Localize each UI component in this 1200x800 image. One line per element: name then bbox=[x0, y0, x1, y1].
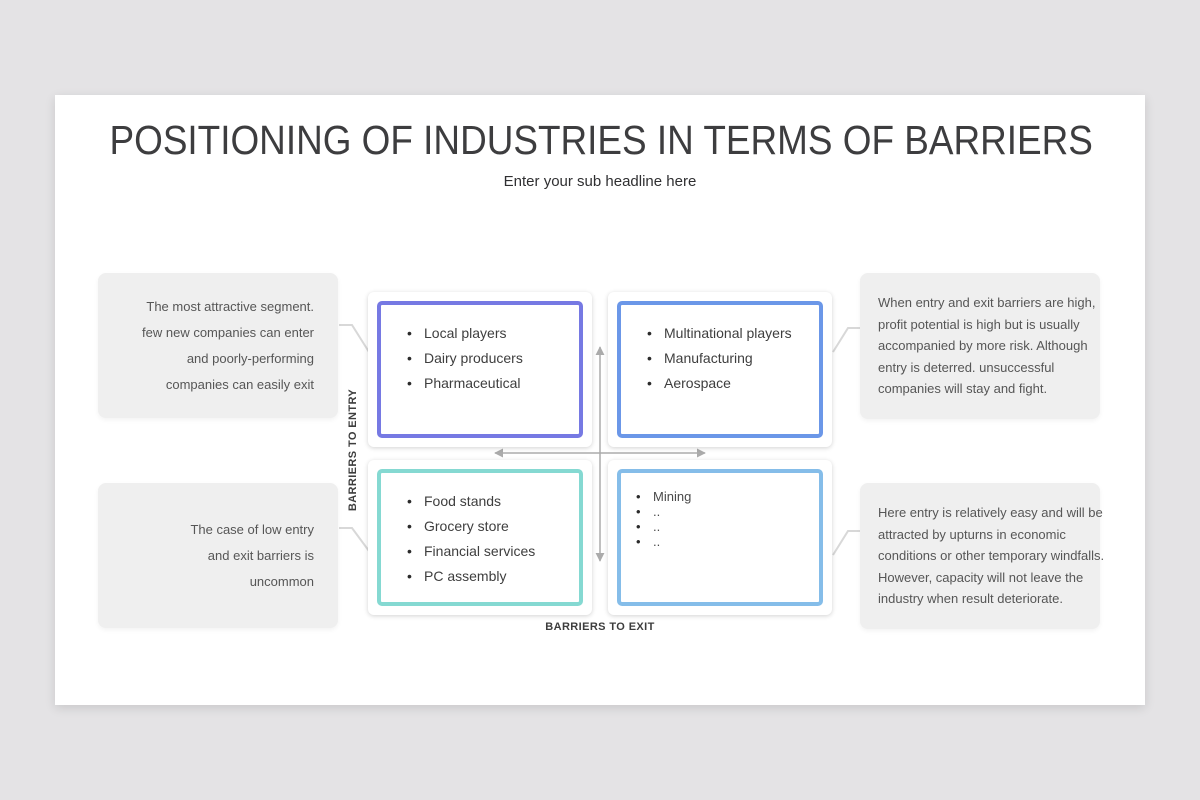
quadrant-item-list: Mining...... bbox=[621, 473, 819, 549]
callout-top-left: The most attractive segment. few new comp… bbox=[98, 273, 338, 418]
callout-line: industry when result deteriorate. bbox=[878, 591, 1063, 607]
y-axis-label: BARRIERS TO ENTRY bbox=[347, 388, 359, 512]
callout-line: uncommon bbox=[249, 573, 314, 589]
quadrant-item-list: Food standsGrocery storeFinancial servic… bbox=[381, 473, 579, 589]
callout-line: However, capacity will not leave the bbox=[878, 569, 1084, 585]
slide: POSITIONING OF INDUSTRIES IN TERMS OF BA… bbox=[55, 95, 1145, 705]
callout-line: few new companies can enter bbox=[142, 324, 314, 340]
callout-top-right: When entry and exit barriers are high, pr… bbox=[860, 273, 1100, 419]
quadrant-item: Pharmaceutical bbox=[381, 371, 579, 396]
page-subtitle: Enter your sub headline here bbox=[503, 173, 697, 190]
callout-line: accompanied by more risk. Although bbox=[878, 338, 1088, 354]
quadrant-high-entry-high-exit: Multinational playersManufacturingAerosp… bbox=[608, 292, 832, 447]
callout-line: Here entry is relatively easy and will b… bbox=[878, 505, 1103, 521]
quadrant-item-list: Local playersDairy producersPharmaceutic… bbox=[381, 305, 579, 396]
quadrant-item: Food stands bbox=[381, 489, 579, 514]
quadrant-border-box: Local playersDairy producersPharmaceutic… bbox=[377, 301, 583, 438]
x-axis-label: BARRIERS TO EXIT bbox=[545, 621, 655, 633]
callout-connector-bottom-right bbox=[832, 530, 861, 556]
callout-line: The most attractive segment. bbox=[146, 298, 314, 314]
quadrant-item: PC assembly bbox=[381, 564, 579, 589]
callout-connector-top-right bbox=[832, 327, 861, 353]
page-title: POSITIONING OF INDUSTRIES IN TERMS OF BA… bbox=[109, 117, 1093, 163]
callout-line: companies will stay and fight. bbox=[878, 381, 1048, 397]
quadrant-item: Local players bbox=[381, 321, 579, 346]
callout-line: and exit barriers is bbox=[207, 547, 314, 563]
quadrant-low-entry-low-exit: Food standsGrocery storeFinancial servic… bbox=[368, 460, 592, 615]
callout-bottom-right: Here entry is relatively easy and will b… bbox=[860, 483, 1104, 629]
quadrant-border-box: Food standsGrocery storeFinancial servic… bbox=[377, 469, 583, 606]
quadrant-high-entry-low-exit: Local playersDairy producersPharmaceutic… bbox=[368, 292, 592, 447]
quadrant-item: .. bbox=[621, 504, 819, 519]
quadrant-item: Manufacturing bbox=[621, 346, 819, 371]
quadrant-item: Financial services bbox=[381, 539, 579, 564]
quadrant-border-box: Mining...... bbox=[617, 469, 823, 606]
quadrant-item: Dairy producers bbox=[381, 346, 579, 371]
callout-line: The case of low entry bbox=[190, 521, 314, 537]
quadrant-item: Aerospace bbox=[621, 371, 819, 396]
callout-line: attracted by upturns in economic bbox=[878, 526, 1066, 542]
quadrant-item: .. bbox=[621, 534, 819, 549]
quadrant-item: Mining bbox=[621, 489, 819, 504]
quadrant-border-box: Multinational playersManufacturingAerosp… bbox=[617, 301, 823, 438]
callout-line: profit potential is high but is usually bbox=[878, 316, 1080, 332]
quadrant-item-list: Multinational playersManufacturingAerosp… bbox=[621, 305, 819, 396]
callout-line: companies can easily exit bbox=[165, 376, 314, 392]
quadrant-low-entry-high-exit: Mining...... bbox=[608, 460, 832, 615]
quadrant-item: Multinational players bbox=[621, 321, 819, 346]
callout-connector-bottom-left bbox=[339, 527, 370, 552]
callout-line: and poorly-performing bbox=[186, 350, 314, 366]
callout-line: entry is deterred. unsuccessful bbox=[878, 359, 1055, 375]
callout-connector-top-left bbox=[339, 324, 370, 353]
quadrant-item: Grocery store bbox=[381, 514, 579, 539]
callout-line: conditions or other temporary windfalls. bbox=[878, 548, 1105, 564]
callout-line: When entry and exit barriers are high, bbox=[878, 295, 1096, 311]
quadrant-item: .. bbox=[621, 519, 819, 534]
callout-bottom-left: The case of low entry and exit barriers i… bbox=[98, 483, 338, 628]
